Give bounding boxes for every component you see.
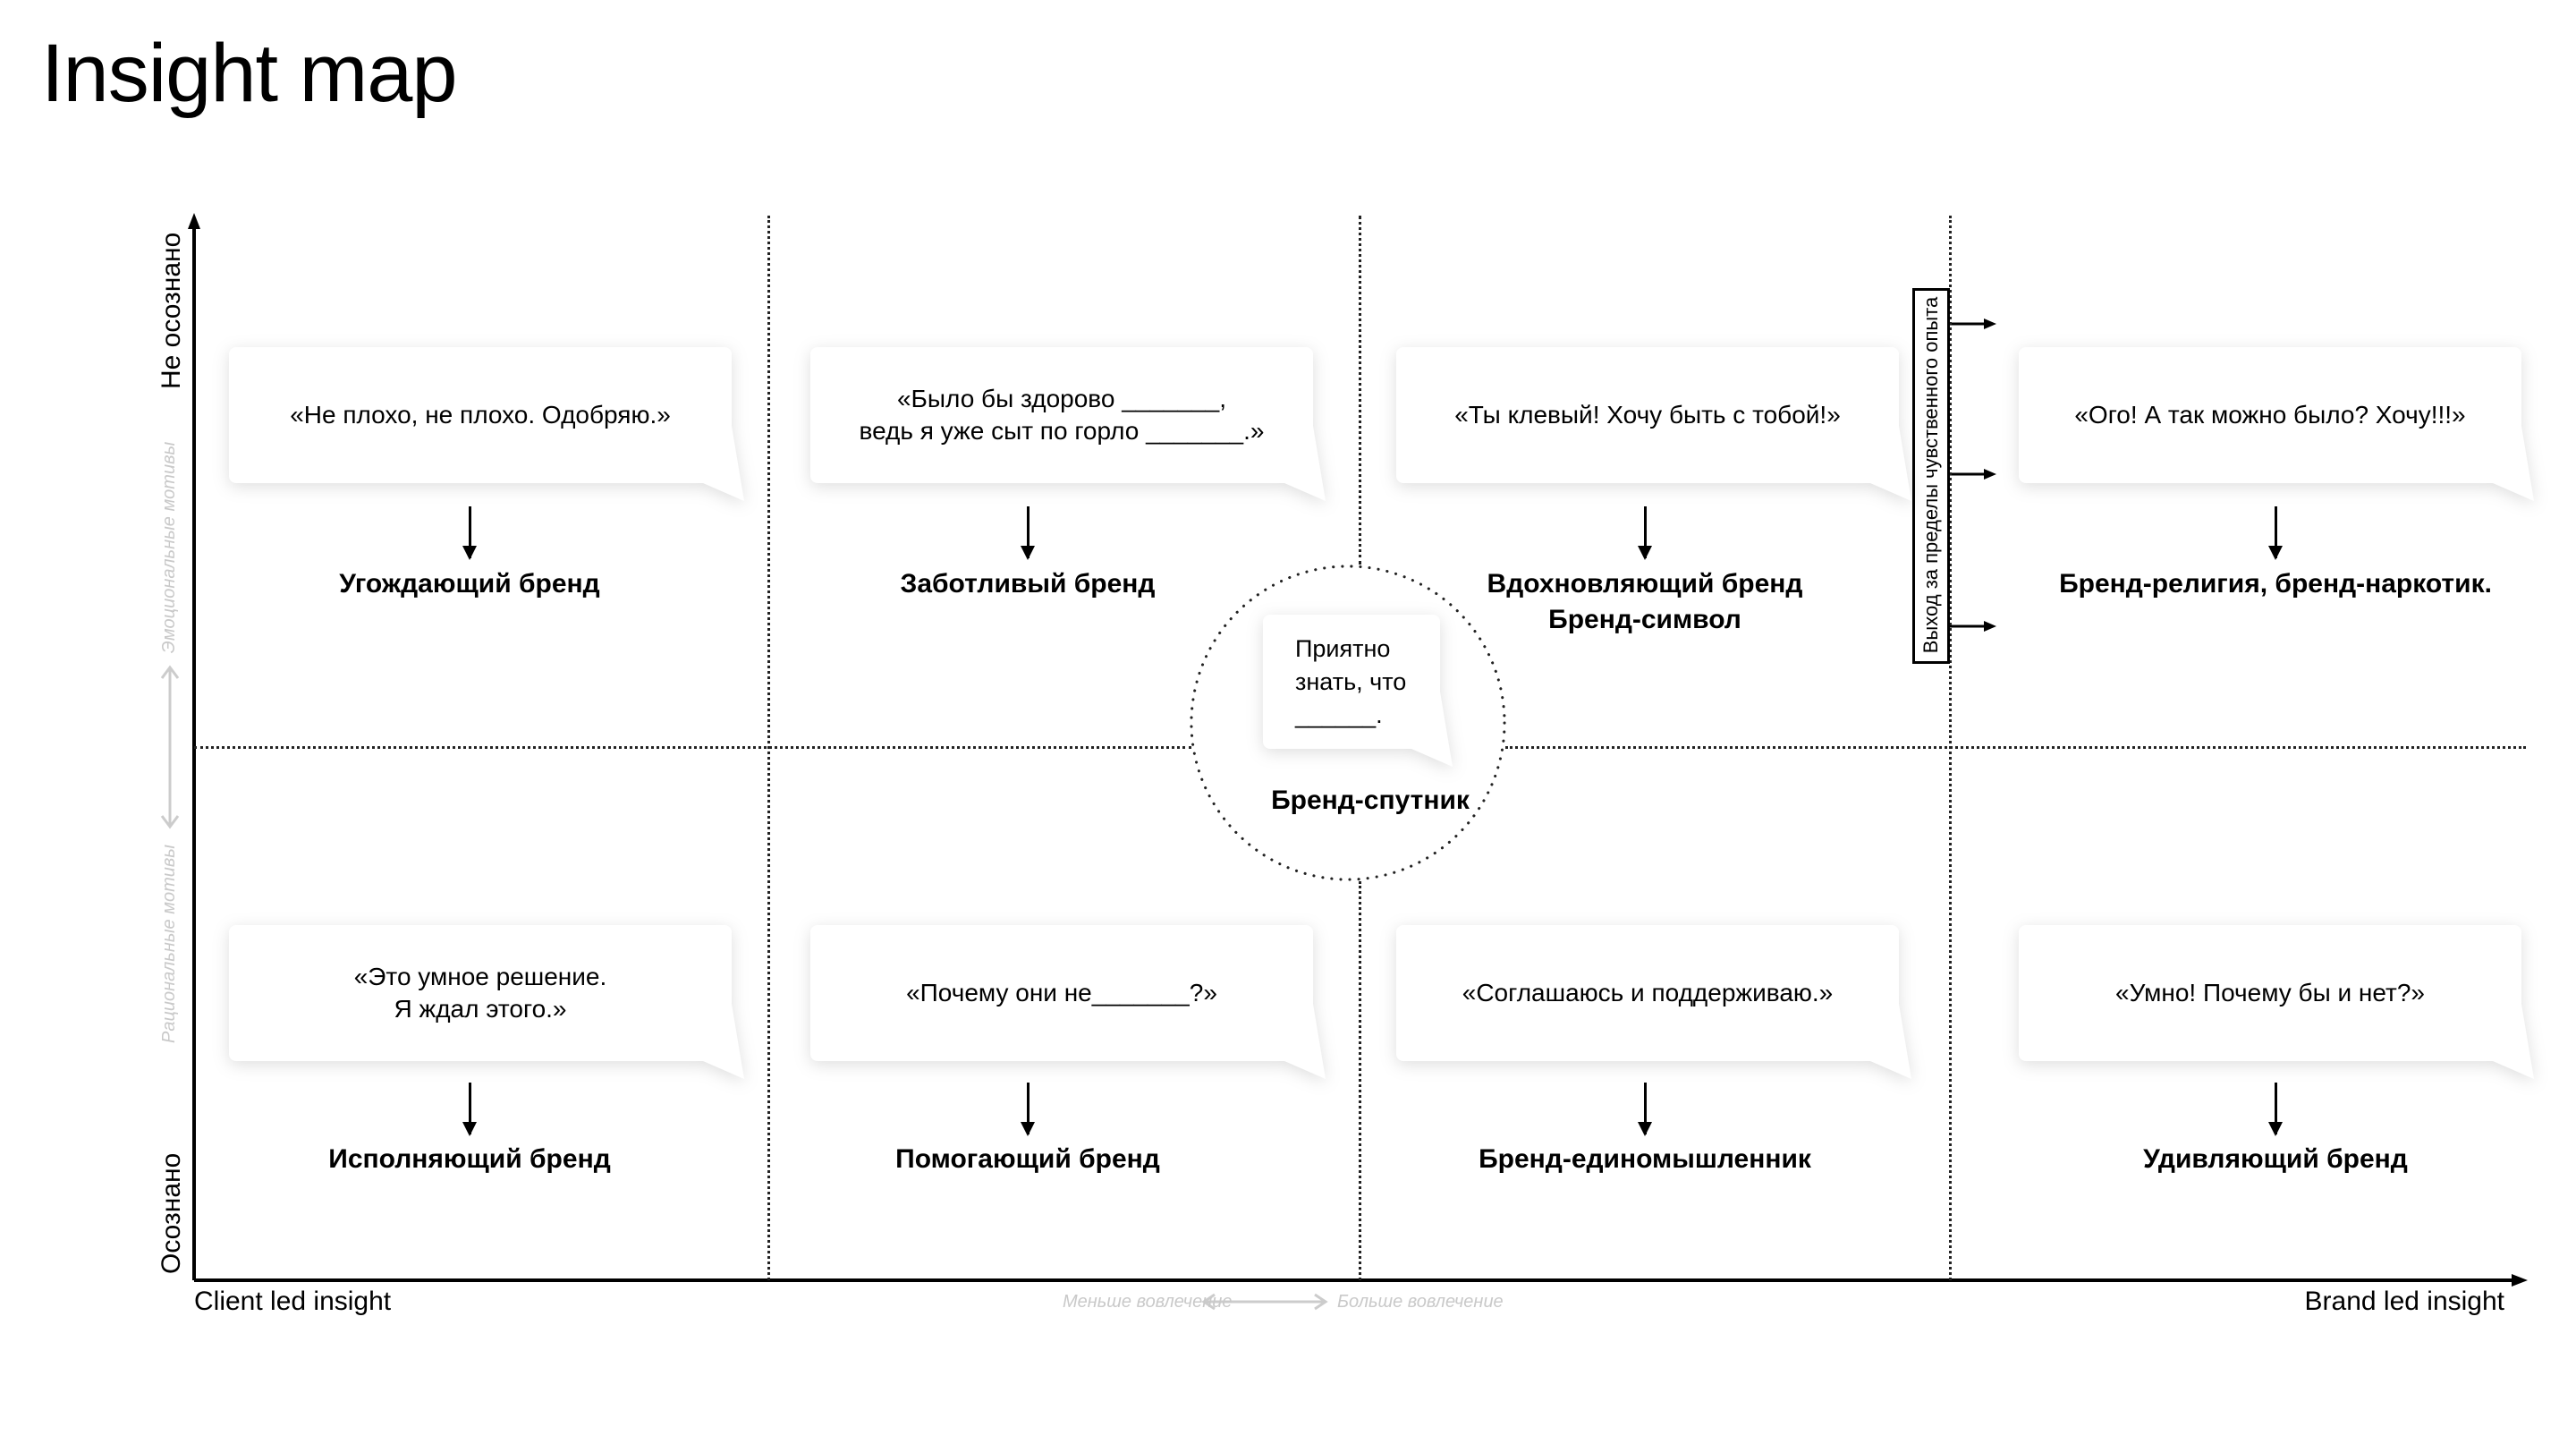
- quote-bubble: «Почему они не_______?»: [810, 925, 1326, 1079]
- quote-text: «Умно! Почему бы и нет?»: [2019, 925, 2521, 1061]
- page-title: Insight map: [41, 28, 458, 119]
- quote-bubble: «Соглашаюсь и поддерживаю.»: [1396, 925, 1911, 1079]
- brand-type-label: Угождающий бренд: [339, 569, 600, 599]
- brand-type-label: Заботливый бренд: [900, 569, 1156, 599]
- down-arrow-icon: [2268, 1083, 2283, 1136]
- emotional-motives-label: Эмоциональные мотивы: [159, 441, 179, 654]
- brand-type-label: Помогающий бренд: [895, 1144, 1160, 1174]
- quote-text: «Ты клевый! Хочу быть с тобой!»: [1396, 347, 1899, 483]
- less-engagement-label: Меньше вовлечение: [1063, 1292, 1233, 1312]
- quote-text: «Это умное решение. Я ждал этого.»: [229, 925, 732, 1061]
- quote-bubble: «Не плохо, не плохо. Одобряю.»: [229, 347, 744, 501]
- brand-type-label: Бренд-религия, бренд-наркотик.: [2059, 569, 2492, 599]
- down-arrow-icon: [462, 1083, 477, 1136]
- more-engagement-label: Больше вовлечение: [1337, 1292, 1504, 1312]
- midline-right: [1505, 746, 2526, 749]
- quote-text: «Не плохо, не плохо. Одобряю.»: [229, 347, 732, 483]
- center-brand-label: Бренд-спутник: [1271, 786, 1470, 815]
- quote-text: «Ого! А так можно было? Хочу!!!»: [2019, 347, 2521, 483]
- center-quote-bubble: Приятно знать, что ______.: [1263, 615, 1453, 767]
- down-arrow-icon: [462, 506, 477, 560]
- brand-type-label: Исполняющий бренд: [328, 1144, 611, 1174]
- down-arrow-icon: [1638, 1083, 1652, 1136]
- quote-bubble: «Это умное решение. Я ждал этого.»: [229, 925, 744, 1079]
- quote-bubble: «Ого! А так можно было? Хочу!!!»: [2019, 347, 2534, 501]
- quote-bubble: «Умно! Почему бы и нет?»: [2019, 925, 2534, 1079]
- quote-bubble: «Было бы здорово _______, ведь я уже сыт…: [810, 347, 1326, 501]
- side-note-text: Выход за пределы чувственного опыта: [1919, 296, 1942, 654]
- side-note-box: Выход за пределы чувственного опыта: [1912, 288, 1950, 664]
- down-arrow-icon: [2268, 506, 2283, 560]
- quote-text: «Соглашаюсь и поддерживаю.»: [1396, 925, 1899, 1061]
- brand-type-label: Удивляющий бренд: [2143, 1144, 2408, 1174]
- center-quote: Приятно знать, что ______.: [1263, 615, 1440, 749]
- y-axis-top-label: Не осознано: [157, 232, 186, 389]
- down-arrow-icon: [1021, 1083, 1035, 1136]
- x-axis-left-label: Client led insight: [194, 1287, 392, 1316]
- down-arrow-icon: [1638, 506, 1652, 560]
- quote-text: «Было бы здорово _______, ведь я уже сыт…: [810, 347, 1313, 483]
- divider-2-top: [1359, 216, 1361, 565]
- down-arrow-icon: [1021, 506, 1035, 560]
- divider-2-bottom: [1359, 881, 1361, 1280]
- midline-left: [194, 746, 1191, 749]
- rational-motives-label: Рациональные мотивы: [159, 844, 179, 1044]
- x-axis-arrowhead: [2512, 1274, 2528, 1287]
- quote-bubble: «Ты клевый! Хочу быть с тобой!»: [1396, 347, 1911, 501]
- brand-type-label: Бренд-единомышленник: [1479, 1144, 1811, 1174]
- side-note-arrows: [1947, 319, 1996, 632]
- quote-text: «Почему они не_______?»: [810, 925, 1313, 1061]
- y-axis-arrowhead: [188, 213, 200, 229]
- x-axis-right-label: Brand led insight: [2304, 1287, 2504, 1316]
- brand-type-label: Вдохновляющий бренд Бренд-символ: [1487, 569, 1803, 634]
- y-axis-bottom-label: Осознано: [157, 1152, 186, 1274]
